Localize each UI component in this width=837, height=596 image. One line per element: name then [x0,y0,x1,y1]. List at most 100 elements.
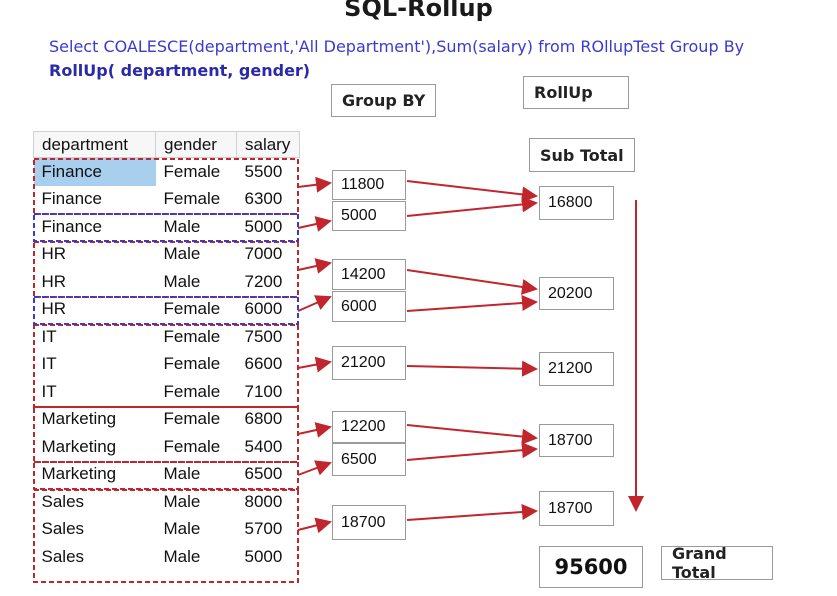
cell-department[interactable]: HR [41,299,67,319]
query-line-2: RollUp( department, gender) [49,61,311,80]
cell-department[interactable]: Finance [41,189,102,209]
cell-gender[interactable]: Male [163,464,201,484]
sub-total-value: 21200 [539,352,614,386]
cell-salary[interactable]: 6600 [244,354,283,374]
cell-department[interactable]: Sales [41,546,85,566]
cell-department[interactable]: Sales [41,519,85,539]
arrow [297,258,332,274]
cell-salary[interactable]: 6500 [244,464,283,484]
cell-gender[interactable]: Female [163,189,221,209]
cell-gender[interactable]: Male [163,546,201,566]
table-row: Sales Male 5000 [34,543,300,571]
table-row: HR Female 6000 [34,296,300,324]
arrow [297,460,332,476]
group-by-value: 12200 [332,411,406,443]
cell-gender[interactable]: Male [163,491,201,511]
cell-gender[interactable]: Female [163,299,221,319]
rollup-label: RollUp [523,76,629,109]
cell-department[interactable]: HR [41,244,67,264]
cell-department[interactable]: Finance [33,157,156,186]
header-gender: gender [155,131,237,158]
table-row: Finance Female 6300 [34,186,300,214]
cell-salary[interactable]: 6800 [244,409,283,429]
cell-salary[interactable]: 5500 [244,161,283,181]
table-row: IT Female 7500 [34,323,300,351]
arrow [297,216,332,232]
cell-gender[interactable]: Male [163,519,201,539]
arrow [406,424,538,445]
cell-gender[interactable]: Female [163,436,221,456]
table-row: Sales Male 8000 [34,488,300,516]
grand-total-label: Grand Total [661,544,773,582]
arrow [406,294,538,312]
arrow [406,360,538,377]
arrow [297,517,332,534]
cell-gender[interactable]: Female [163,354,221,374]
header-department: department [33,131,156,158]
table-row: HR Male 7200 [34,268,300,296]
cell-gender[interactable]: Male [163,216,201,236]
group-by-value: 14200 [332,259,406,290]
sub-total-value: 18700 [539,491,614,526]
cell-gender[interactable]: Female [163,161,221,181]
table-row: IT Female 7100 [34,378,300,406]
group-by-value: 6000 [332,291,406,322]
cell-salary[interactable]: 5400 [244,436,283,456]
arrow [406,442,538,461]
cell-salary[interactable]: 7500 [244,326,283,346]
table-row: Marketing Female 5400 [34,433,300,461]
arrow [297,356,332,373]
arrow [297,176,332,193]
cell-department[interactable]: IT [41,381,57,401]
cell-department[interactable]: Marketing [41,436,117,456]
arrow [406,196,538,217]
query-line-1: Select COALESCE(department,'All Departme… [49,37,745,56]
table-row: Marketing Female 6800 [34,406,300,434]
cell-salary[interactable]: 5000 [244,216,283,236]
sub-total-value: 18700 [539,424,614,457]
arrow [297,422,332,438]
arrow [406,180,538,203]
page-title: SQL-Rollup [344,0,493,22]
cell-salary[interactable]: 5700 [244,519,283,539]
group-by-value: 21200 [332,346,406,380]
arrow [406,503,538,521]
table-row: Finance Male 5000 [34,213,300,241]
cell-salary[interactable]: 7200 [244,271,283,291]
cell-gender[interactable]: Male [163,244,201,264]
cell-department[interactable]: IT [41,326,57,346]
cell-department[interactable]: HR [41,271,67,291]
header-salary: salary [236,131,300,158]
cell-salary[interactable]: 7000 [244,244,283,264]
group-by-value: 6500 [332,443,406,476]
arrow [406,269,538,295]
cell-department[interactable]: Marketing [41,464,117,484]
cell-gender[interactable]: Female [163,409,221,429]
table-row: Sales Male 5700 [34,516,300,544]
sql-query: Select COALESCE(department,'All Departme… [49,35,744,83]
grand-total-value: 95600 [539,546,643,588]
group-by-value: 11800 [332,170,406,200]
cell-department[interactable]: Finance [41,216,102,236]
sub-total-value: 20200 [539,277,614,310]
table-row: Marketing Male 6500 [34,461,300,489]
table-row: IT Female 6600 [34,351,300,379]
table-row: HR Male 7000 [34,241,300,269]
cell-department[interactable]: IT [41,354,57,374]
table-row: Finance Female 5500 [33,157,300,186]
cell-gender[interactable]: Female [163,381,221,401]
group-by-label: Group BY [331,84,436,117]
cell-gender[interactable]: Male [163,271,201,291]
sub-total-label: Sub Total [529,138,635,172]
cell-salary[interactable]: 6300 [244,189,283,209]
cell-salary[interactable]: 7100 [244,381,283,401]
cell-salary[interactable]: 8000 [244,491,283,511]
group-by-value: 18700 [332,505,406,540]
cell-salary[interactable]: 5000 [244,546,283,566]
table-header-row: department gender salary [33,131,300,158]
cell-salary[interactable]: 6000 [244,299,283,319]
cell-department[interactable]: Marketing [41,409,117,429]
cell-department[interactable]: Sales [41,491,85,511]
cell-gender[interactable]: Female [163,326,221,346]
